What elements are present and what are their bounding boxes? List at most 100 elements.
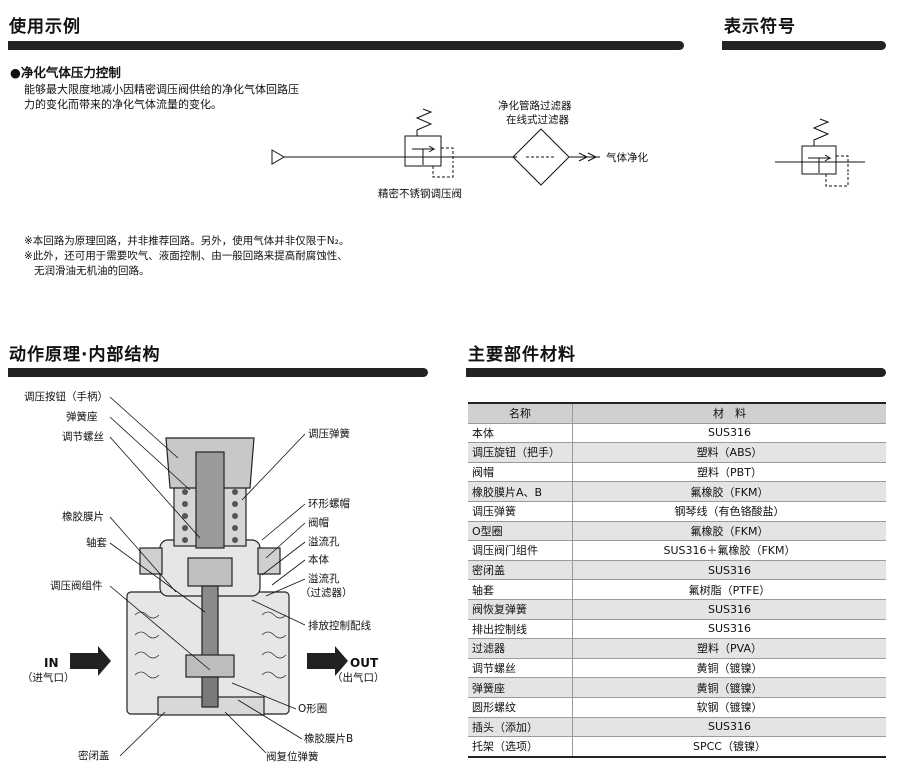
label-knob: 调压按钮（手柄） xyxy=(24,391,108,403)
regulator-symbol xyxy=(404,135,442,167)
table-row: 调压旋钮（把手）塑料（ABS） xyxy=(468,442,886,463)
materials-header-row: 名称 材 料 xyxy=(468,401,886,424)
part-name: 过滤器 xyxy=(468,638,573,659)
label-diaphragm: 橡胶膜片 xyxy=(62,511,104,523)
part-material: 塑料（ABS） xyxy=(572,442,886,463)
part-name: 排出控制线 xyxy=(468,618,573,639)
label-relief-hole-filter: 溢流孔 xyxy=(308,573,340,585)
label-regulating-spring: 调压弹簧 xyxy=(308,428,350,440)
spring-icon xyxy=(812,118,830,146)
table-row: 调节螺丝黄铜（镀镍） xyxy=(468,657,886,678)
part-material: SUS316 xyxy=(572,598,886,620)
part-name: O型圈 xyxy=(468,520,573,541)
part-material: 氟树脂（PTFE） xyxy=(572,579,886,600)
label-ring-nut: 环形螺帽 xyxy=(308,498,350,510)
purge-circuit-diagram xyxy=(271,108,600,186)
in-label: IN xyxy=(44,656,59,670)
regulator-symbol-diagram xyxy=(775,118,865,187)
part-material: SUS316 xyxy=(572,716,886,737)
label-seal-cap: 密闭盖 xyxy=(78,750,110,762)
table-row: 轴套氟树脂（PTFE） xyxy=(468,579,886,600)
note-line-2: ※此外，还可用于需要吹气、液面控制、由一般回路来提高耐腐蚀性、 xyxy=(24,250,348,262)
out-label: OUT xyxy=(350,656,379,670)
part-name: 调压弹簧 xyxy=(468,500,573,522)
section-title-principle: 动作原理·内部结构 xyxy=(9,345,161,365)
label-diaphragm-b: 橡胶膜片B xyxy=(304,733,354,745)
part-name: 调节螺丝 xyxy=(468,657,573,678)
part-name: 阀帽 xyxy=(468,461,573,482)
part-material: 塑料（PBT） xyxy=(572,461,886,482)
filter-diamond-icon xyxy=(512,128,570,186)
label-o-ring: O形圈 xyxy=(298,703,328,715)
label-bleed-wire: 排放控制配线 xyxy=(308,620,371,632)
label-sleeve: 轴套 xyxy=(86,537,107,549)
regulator-label: 精密不锈钢调压阀 xyxy=(378,188,462,200)
note-line-3: 无润滑油无机油的回路。 xyxy=(34,265,150,277)
part-material: SUS316 xyxy=(572,559,886,580)
part-material: 氟橡胶（FKM） xyxy=(572,481,886,502)
example-desc-line-1: 能够最大限度地减小因精密调压阀供给的净化气体回路压 xyxy=(24,83,299,96)
table-row: 调压弹簧钢琴线（有色铬酸盐） xyxy=(468,500,886,522)
part-material: 软钢（镀镍） xyxy=(572,696,886,717)
section-title-example: 使用示例 xyxy=(9,17,81,37)
label-body: 本体 xyxy=(308,554,329,566)
part-material: SUS316＋氟橡胶（FKM） xyxy=(572,540,886,561)
header-material: 材 料 xyxy=(572,401,886,424)
part-name: 轴套 xyxy=(468,579,573,600)
in-sublabel: （进气口） xyxy=(22,672,75,684)
part-material: SUS316 xyxy=(572,422,886,443)
part-material: 氟橡胶（FKM） xyxy=(572,520,886,541)
part-material: 钢琴线（有色铬酸盐） xyxy=(572,500,886,522)
section-bar-principle xyxy=(8,368,428,377)
out-arrow-icon xyxy=(307,646,348,676)
table-row: 托架（选项）SPCC（镀镍） xyxy=(468,736,886,758)
part-name: 本体 xyxy=(468,422,573,443)
part-name: 橡胶膜片A、B xyxy=(468,481,573,502)
table-row: 弹簧座黄铜（镀镍） xyxy=(468,677,886,698)
part-material: 塑料（PVA） xyxy=(572,638,886,659)
table-row: 阀帽塑料（PBT） xyxy=(468,461,886,482)
part-material: SUS316 xyxy=(572,618,886,639)
part-name: 调压阀门组件 xyxy=(468,540,573,561)
label-adjust-screw: 调节螺丝 xyxy=(62,431,104,443)
section-title-materials: 主要部件材料 xyxy=(468,345,576,365)
part-material: SPCC（镀镍） xyxy=(572,736,886,758)
filter-label-1: 净化管路过滤器 xyxy=(498,100,572,112)
label-bonnet: 阀帽 xyxy=(308,517,329,529)
part-name: 阀恢复弹簧 xyxy=(468,598,573,620)
part-name: 调压旋钮（把手） xyxy=(468,442,573,463)
header-name: 名称 xyxy=(468,401,573,424)
label-filter-note: （过滤器） xyxy=(300,587,353,599)
example-desc-line-2: 力的变化而带来的净化气体流量的变化。 xyxy=(24,98,222,111)
in-arrow-icon xyxy=(70,646,111,676)
section-bar-example xyxy=(8,41,684,50)
part-name: 圆形螺纹 xyxy=(468,696,573,717)
part-name: 插头（添加） xyxy=(468,716,573,737)
label-spring-seat: 弹簧座 xyxy=(66,411,98,423)
section-bar-symbol xyxy=(722,41,886,50)
table-row: 插头（添加）SUS316 xyxy=(468,716,886,737)
note-line-1: ※本回路为原理回路，并非推荐回路。另外，使用气体并非仅限于N₂。 xyxy=(24,235,350,247)
label-valve-assembly: 调压阀组件 xyxy=(50,580,103,592)
gas-label: 气体净化 xyxy=(606,152,648,164)
filter-label-2: 在线式过滤器 xyxy=(506,114,569,126)
section-bar-materials xyxy=(466,368,886,377)
source-triangle-icon xyxy=(271,149,285,165)
part-name: 密闭盖 xyxy=(468,559,573,580)
label-relief-hole: 溢流孔 xyxy=(308,536,340,548)
part-name: 弹簧座 xyxy=(468,677,573,698)
table-row: 圆形螺纹软钢（镀镍） xyxy=(468,696,886,717)
section-title-symbol: 表示符号 xyxy=(724,17,796,37)
part-material: 黄铜（镀镍） xyxy=(572,657,886,678)
table-row: 过滤器塑料（PVA） xyxy=(468,638,886,659)
table-row: O型圈氟橡胶（FKM） xyxy=(468,520,886,541)
spring-icon xyxy=(415,108,433,136)
part-material: 黄铜（镀镍） xyxy=(572,677,886,698)
label-return-spring: 阀复位弹簧 xyxy=(266,751,319,763)
